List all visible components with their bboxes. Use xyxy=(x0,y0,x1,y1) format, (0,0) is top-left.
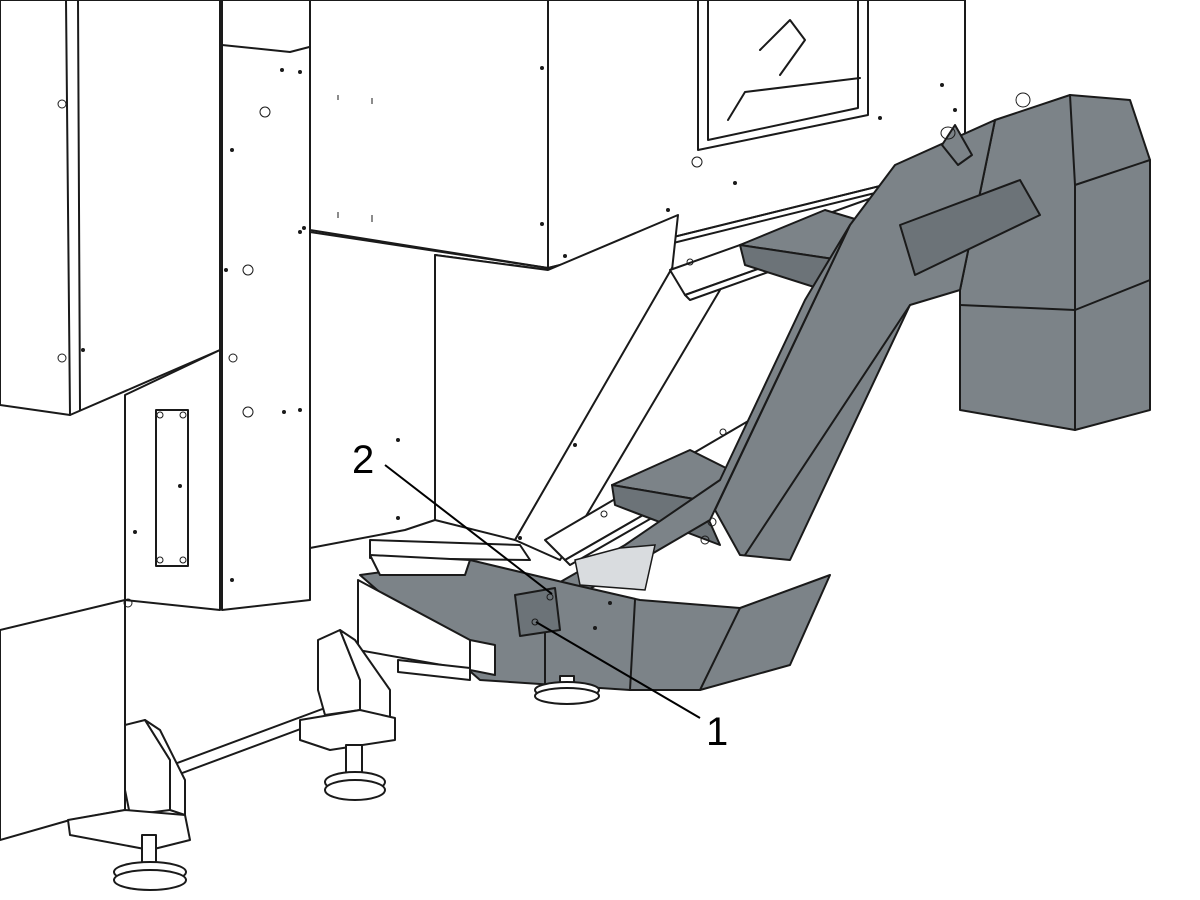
leveling-feet xyxy=(113,675,600,891)
support-frame xyxy=(67,539,531,851)
chip-conveyor xyxy=(359,92,1151,691)
callout-label-2: 2 xyxy=(352,438,375,482)
callout-label-1: 1 xyxy=(706,710,729,754)
lathe-cabinet xyxy=(0,0,966,841)
callout-leaders xyxy=(384,464,701,719)
